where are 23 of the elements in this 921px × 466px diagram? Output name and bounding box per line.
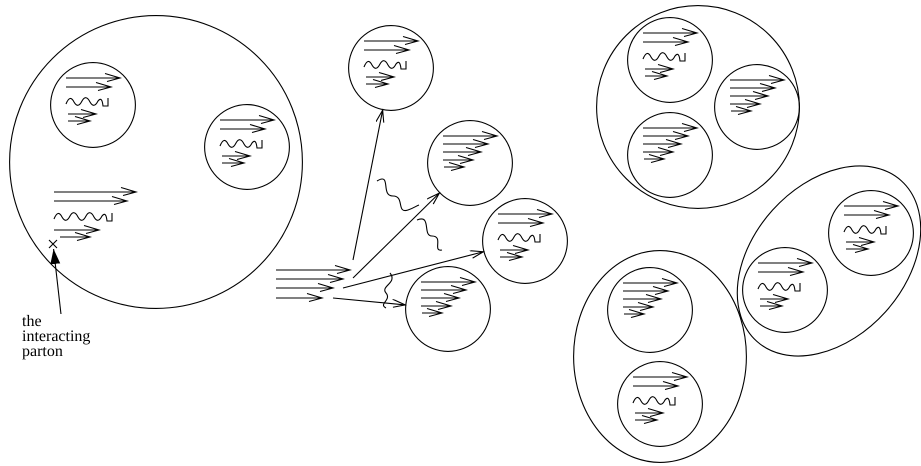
cross-mark [48,239,58,249]
arrow [342,250,484,289]
hadron-circle [9,15,303,309]
leader-line [50,248,62,314]
parton-circle [627,17,713,103]
parton-circle [714,64,800,150]
parton-circle [607,267,693,353]
parton-circle [482,198,568,284]
hadron-circle [596,5,800,209]
parton-circle [828,190,914,276]
arrow [352,192,440,278]
annotation-label: the interacting parton [22,314,107,376]
parton-circle [627,112,713,198]
parton-circle [50,62,136,148]
parton-circle [427,120,513,206]
hadron-ellipse [573,250,747,463]
parton-circle [617,361,703,447]
arrow [332,297,406,308]
parton-circle [348,25,434,111]
parton-circle [405,266,491,352]
arrow [352,110,384,260]
parton-circle [204,104,290,190]
parton-circle [742,247,828,333]
